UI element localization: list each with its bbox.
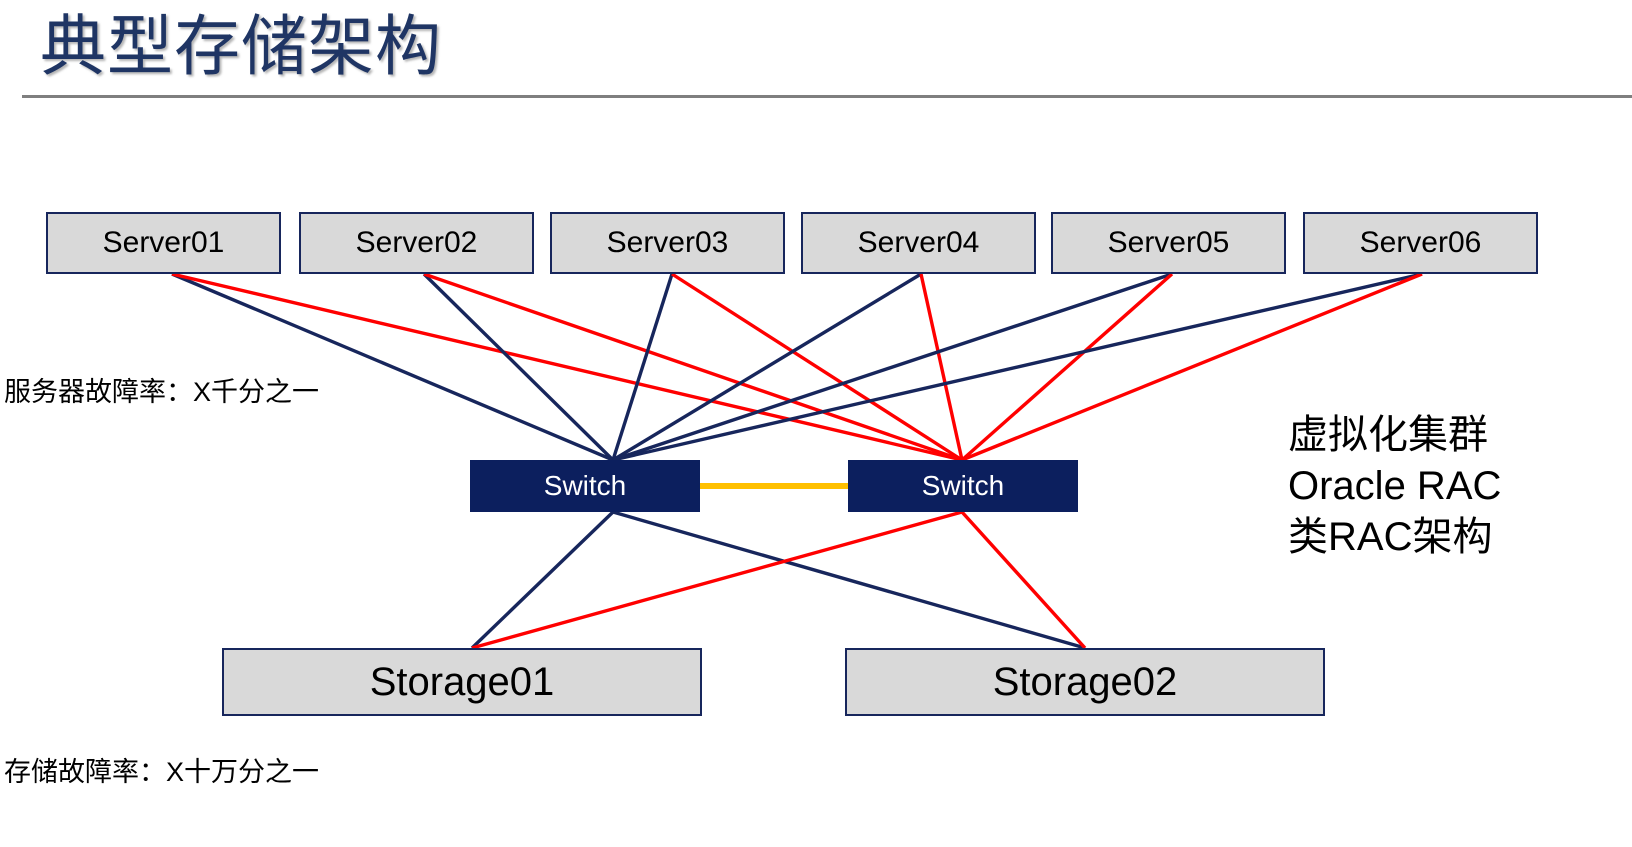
server-label: Server02 — [355, 226, 478, 259]
link-server03-to-switch-right — [671, 272, 963, 462]
link-switch-left-to-storage02 — [612, 510, 1086, 650]
link-switch-right-to-storage01 — [471, 510, 963, 650]
switch-node-left[interactable]: Switch — [470, 460, 700, 512]
server-node-1[interactable]: Server01 — [46, 212, 281, 274]
link-server04-to-switch-left — [612, 272, 922, 462]
server-label: Server04 — [857, 226, 980, 259]
switch-label: Switch — [921, 470, 1005, 501]
server-failure-rate-note: 服务器故障率：X千分之一 — [4, 377, 320, 407]
storage-label: Storage02 — [992, 659, 1178, 704]
cluster-note: 虚拟化集群 Oracle RAC 类RAC架构 — [1288, 410, 1501, 563]
cluster-note-line-2: Oracle RAC — [1288, 464, 1502, 508]
link-switch-right-to-storage02 — [960, 510, 1087, 650]
link-server06-to-switch-left — [612, 272, 1423, 462]
storage-node-2[interactable]: Storage02 — [845, 648, 1325, 716]
storage-node-1[interactable]: Storage01 — [222, 648, 702, 716]
cluster-note-line-3: 类RAC架构 — [1288, 515, 1493, 559]
page-title: 典型存储架构 — [40, 9, 442, 83]
link-server06-to-switch-right — [961, 272, 1423, 462]
link-server02-to-switch-left — [422, 272, 615, 462]
switch-node-right[interactable]: Switch — [848, 460, 1078, 512]
link-server05-to-switch-right — [960, 272, 1174, 462]
storage-failure-rate-note: 存储故障率：X十万分之一 — [4, 757, 320, 787]
server-label: Server01 — [102, 226, 225, 259]
link-server04-to-switch-right — [919, 273, 964, 461]
title-divider — [22, 95, 1632, 98]
server-node-4[interactable]: Server04 — [801, 212, 1036, 274]
link-switch-left-to-storage01 — [470, 510, 615, 650]
server-node-5[interactable]: Server05 — [1051, 212, 1286, 274]
link-server05-to-switch-left — [612, 272, 1173, 462]
server-node-3[interactable]: Server03 — [550, 212, 785, 274]
server-label: Server03 — [606, 226, 729, 259]
server-node-6[interactable]: Server06 — [1303, 212, 1538, 274]
cluster-note-line-1: 虚拟化集群 — [1288, 413, 1488, 457]
server-label: Server05 — [1107, 226, 1230, 259]
link-server01-to-switch-left — [171, 272, 614, 462]
server-label: Server06 — [1359, 226, 1482, 259]
link-server03-to-switch-left — [611, 273, 674, 461]
storage-label: Storage01 — [369, 659, 555, 704]
link-server02-to-switch-right — [423, 272, 963, 462]
switch-label: Switch — [543, 470, 627, 501]
server-node-2[interactable]: Server02 — [299, 212, 534, 274]
link-server01-to-switch-right — [171, 272, 963, 462]
